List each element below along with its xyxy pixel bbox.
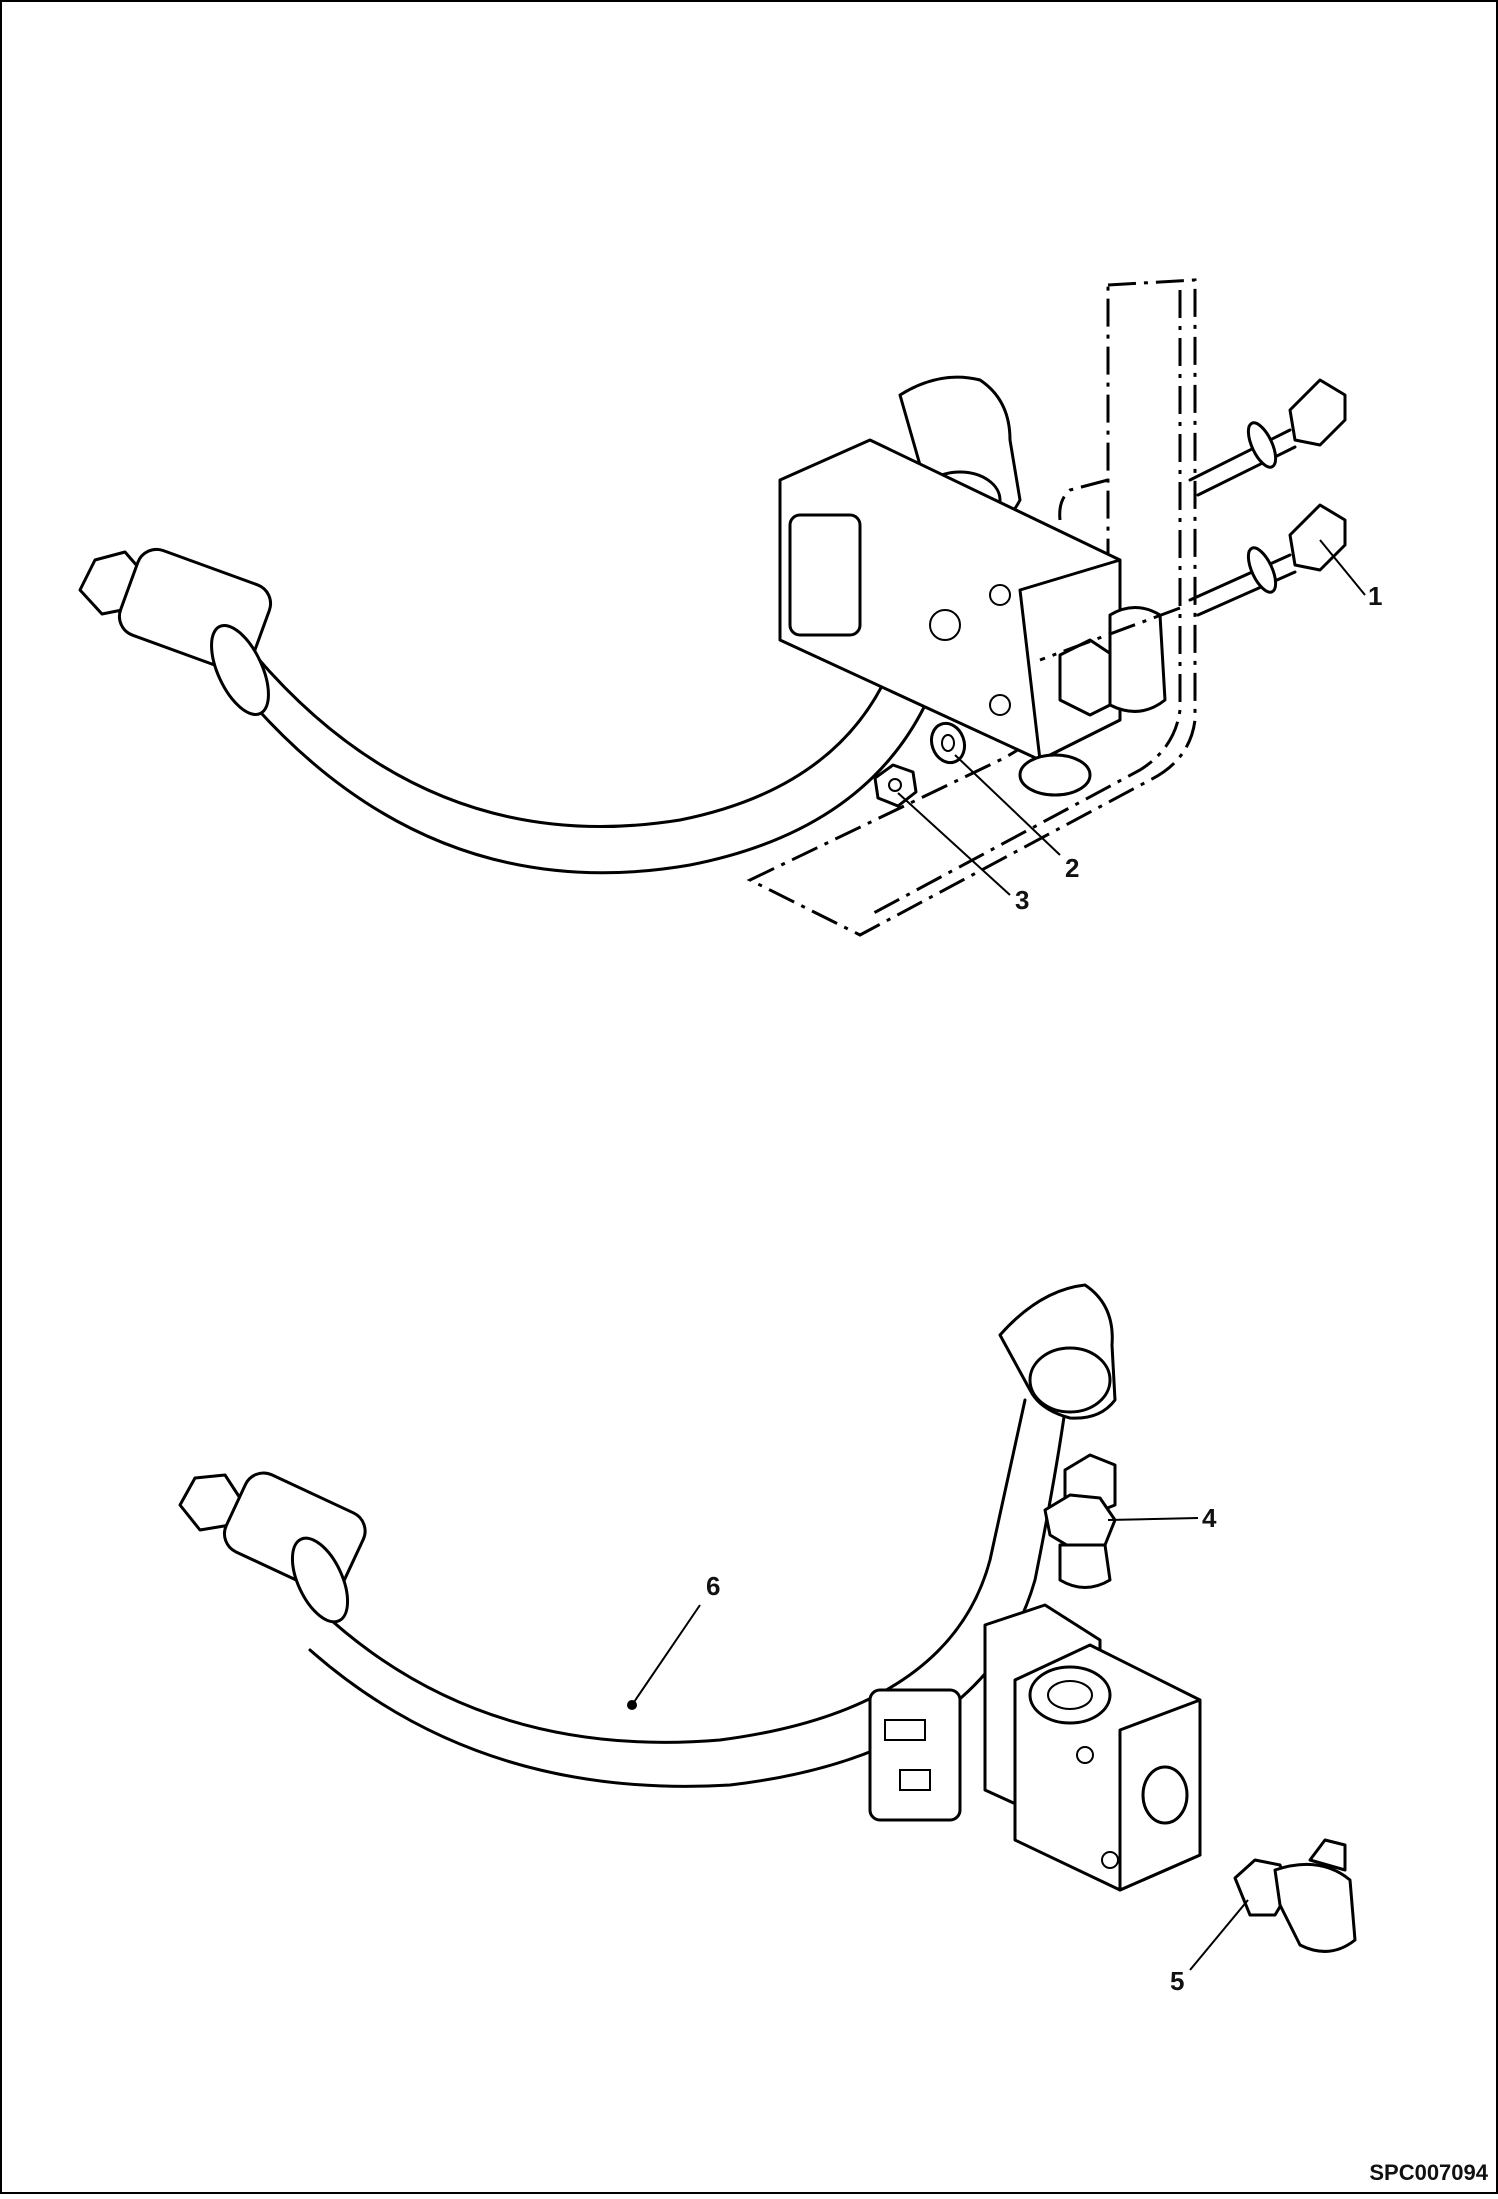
leader-6 <box>631 1604 701 1706</box>
valve-block-bottom <box>868 1603 1202 1892</box>
hose-end-fitting-bottom <box>178 1471 367 1624</box>
figure-id-label: SPC007094 <box>1369 2160 1488 2185</box>
bracket-step <box>1058 478 1109 521</box>
leader-6-dot <box>627 1700 637 1710</box>
nut <box>873 763 918 808</box>
callout-4: 4 <box>1202 1503 1217 1533</box>
elbow-fitting-bottom <box>998 1283 1117 1420</box>
bracket-inner-edge <box>869 290 1182 917</box>
bottom-assembly <box>178 1283 1357 1971</box>
leader-3 <box>897 792 1011 896</box>
leader-4 <box>1107 1517 1199 1521</box>
leader-1 <box>1319 539 1366 596</box>
leader-2 <box>954 754 1061 856</box>
straight-fitting <box>1043 1453 1117 1589</box>
elbow-fitting <box>1233 1838 1357 1953</box>
hose-bottom <box>318 1398 1027 1744</box>
washer <box>929 721 967 765</box>
bolt-upper <box>1188 378 1347 497</box>
callout-3: 3 <box>1015 885 1030 915</box>
callout-6: 6 <box>706 1571 721 1601</box>
hose-end-fitting-top <box>78 547 273 716</box>
leader-5 <box>1189 1899 1249 1971</box>
callout-1: 1 <box>1368 581 1383 611</box>
callout-2: 2 <box>1065 853 1080 883</box>
callout-5: 5 <box>1170 1966 1185 1996</box>
top-assembly <box>78 278 1366 937</box>
straight-fitting-top <box>1058 606 1167 717</box>
